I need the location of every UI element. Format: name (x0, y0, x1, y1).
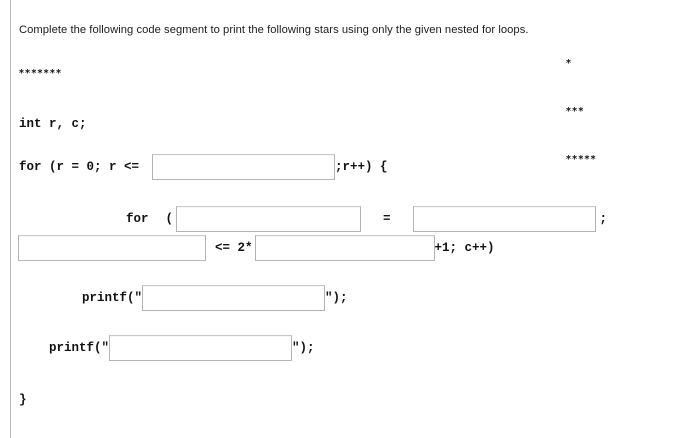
star-pattern-row: *** (566, 106, 585, 117)
inner-for-cond-var-input[interactable] (18, 235, 206, 261)
star-pattern-row: ***** (566, 154, 597, 165)
inner-for-init-expr-input[interactable] (412, 206, 596, 232)
question-prompt: Complete the following code segment to p… (19, 24, 529, 36)
star-pattern-row: * (566, 58, 573, 69)
closing-brace-text: } (19, 393, 27, 407)
printf-outer-prefix: printf(" (49, 341, 110, 355)
declaration-text: int r, c; (19, 117, 87, 131)
inner-for-cond-expr-input[interactable] (254, 235, 435, 261)
inner-for-keyword: for (126, 212, 149, 226)
printf-inner-input[interactable] (142, 285, 326, 311)
outer-for-prefix: for (r = 0; r <= (19, 160, 140, 174)
inner-for-compare-operator: <= 2* (215, 241, 253, 255)
inner-for-init-var-input[interactable] (176, 206, 362, 232)
inner-for-tail: +1; c++) (434, 241, 495, 255)
code-line-outer-for: for (r = 0; r <= ;r++) { (19, 154, 388, 180)
printf-inner-suffix: "); (325, 291, 348, 305)
outer-for-suffix: ;r++) { (335, 160, 388, 174)
code-line-printf-outer: printf(" "); (49, 335, 315, 361)
code-line-inner-for-part2: <= 2* +1; c++) (18, 235, 495, 261)
inner-for-equals-sign: = (383, 212, 391, 226)
star-pattern-extra-row: ******* (19, 68, 63, 79)
printf-inner-prefix: printf(" (82, 291, 143, 305)
code-line-declaration: int r, c; (19, 111, 87, 137)
outer-for-condition-input[interactable] (152, 154, 336, 180)
printf-outer-suffix: "); (292, 341, 315, 355)
code-line-closing-brace: } (19, 387, 27, 413)
star-pattern-preview: * *** ***** (566, 24, 597, 184)
code-line-printf-inner: printf(" "); (82, 285, 348, 311)
left-margin-rule (10, 0, 11, 438)
inner-for-open-paren: ( (165, 212, 174, 226)
code-line-inner-for-part1: for ( = ; (126, 206, 607, 232)
printf-outer-input[interactable] (109, 335, 293, 361)
inner-for-semicolon: ; (599, 212, 608, 226)
